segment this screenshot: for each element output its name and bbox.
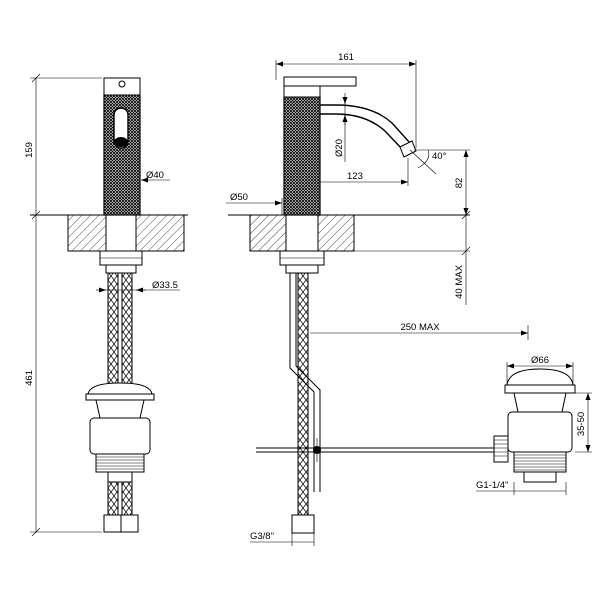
mount-washer-front [105,264,137,274]
dim-hose-diameter: Ø33.5 [152,280,178,291]
dim-waste-height: 35-50 [576,412,587,436]
dim-hose-thread: G3/8" [250,531,274,542]
dim-spout-height: 82 [454,178,465,189]
dim-front-height-bottom: 461 [24,370,35,386]
braided-hose-side [297,272,309,517]
hose-fitting-left [103,514,122,533]
aerator [399,140,417,158]
popup-rod [289,273,315,492]
dim-spout-reach: 123 [347,171,363,182]
waste-side-connector [493,435,509,463]
waste-detail: Ø66 35-50 G1-1/4" [476,355,592,495]
waste-cap [506,368,574,386]
cap-screw-icon [118,80,126,88]
hose-fitting-right [120,514,139,533]
lever-handle-side [283,76,357,87]
dim-base-diameter: Ø50 [230,192,248,203]
dim-spout-diameter: Ø20 [334,139,345,157]
side-view: 161 Ø20 40° 123 82 40 MAX Ø50 250 MAX [226,52,529,546]
dim-deck-thickness: 40 MAX [454,264,465,298]
waste-front [85,382,155,483]
dim-rod-length: 250 MAX [400,322,440,333]
waste-body [507,411,573,453]
spout-upper-edge [320,104,411,144]
front-view: 159 461 Ø40 Ø33.5 [24,73,188,537]
mount-shank-front [105,214,137,252]
dim-overall-length: 161 [338,52,354,63]
dim-spout-angle: 40° [432,151,447,162]
hose-fitting-side [291,514,315,534]
spout-lower-edge [320,113,403,150]
dim-waste-thread: G1-1/4" [476,480,508,491]
dim-front-height-top: 159 [24,142,35,158]
dim-body-diameter: Ø40 [146,170,164,181]
lever-knob [114,137,128,147]
dim-waste-diameter: Ø66 [531,355,549,366]
faucet-body-side [283,96,321,216]
